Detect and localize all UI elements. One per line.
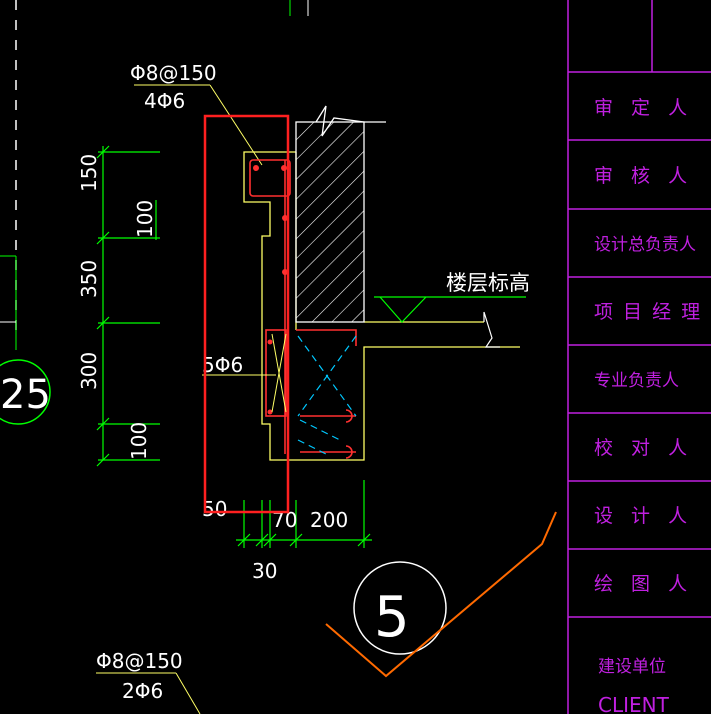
dim-350: 350	[77, 260, 101, 298]
dim-150: 150	[77, 154, 101, 192]
top-stirrup-label: Φ8@150	[130, 61, 217, 85]
floor-level-label: 楼层标高	[446, 271, 530, 295]
dim-100-lower: 100	[127, 422, 151, 460]
title-row-designer: 设 计 人	[594, 505, 693, 527]
axis-bubble-5: 5	[353, 561, 447, 655]
bottom-stirrup-label: Φ8@150	[96, 649, 183, 673]
dim-100-upper: 100	[133, 200, 157, 238]
floor-level-mark: 楼层标高	[374, 271, 530, 348]
title-client-label: CLIENT	[598, 693, 670, 714]
axis-grid-left	[0, 0, 309, 350]
title-row-project-manager: 项 目 经 理	[594, 301, 702, 323]
bottom-bars-label: 2Φ6	[122, 679, 163, 703]
dim-300: 300	[77, 352, 101, 390]
title-row-drafter: 绘 图 人	[594, 573, 693, 595]
rebar-dots	[253, 165, 288, 415]
horizontal-dimension-chain	[236, 480, 372, 548]
title-row-reviewer: 审 核 人	[594, 165, 693, 187]
highlight-box	[203, 114, 290, 514]
side-bars-label: 5Φ6	[202, 353, 243, 377]
title-row-discipline-lead: 专业负责人	[594, 371, 679, 391]
axis-bubble-25-label: 25	[0, 372, 51, 418]
hidden-lines	[297, 335, 357, 457]
side-bars-callout: 5Φ6	[202, 353, 276, 377]
title-row-design-lead: 设计总负责人	[594, 235, 696, 255]
markup-line	[325, 511, 557, 678]
hatched-wall	[295, 105, 386, 323]
title-row-checker: 校 对 人	[594, 437, 693, 459]
bottom-rebar-callout: Φ8@150 2Φ6	[96, 649, 201, 714]
title-block	[567, 0, 711, 714]
top-rebar-callout: Φ8@150 4Φ6	[130, 61, 263, 166]
dim-30: 30	[252, 559, 277, 583]
top-bars-label: 4Φ6	[144, 89, 185, 113]
title-owner-label: 建设单位	[598, 657, 666, 677]
title-row-approver: 审 定 人	[594, 97, 693, 119]
dim-200: 200	[310, 508, 348, 532]
vertical-dimension-chain	[96, 145, 160, 467]
side-bar-cross	[271, 333, 287, 413]
axis-bubble-25: 25	[0, 359, 51, 425]
axis-bubble-5-label: 5	[374, 585, 410, 650]
